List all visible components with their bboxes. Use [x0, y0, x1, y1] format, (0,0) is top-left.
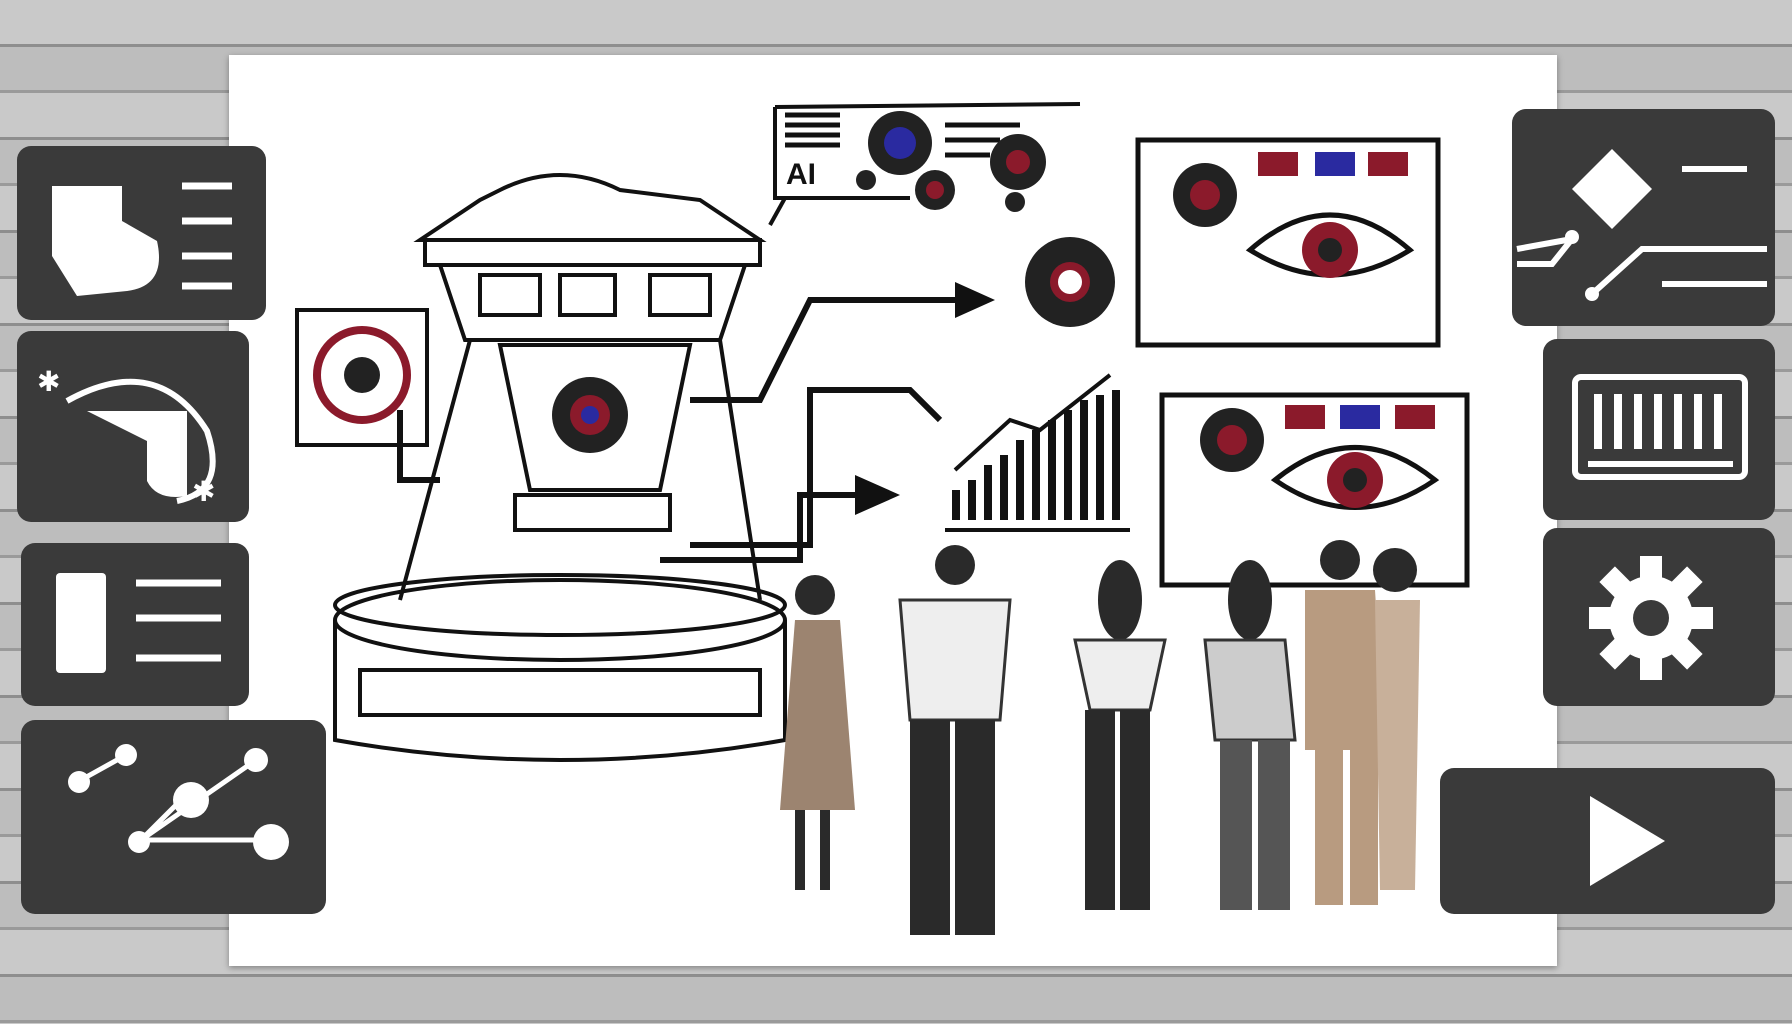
gear-icon — [1589, 556, 1713, 680]
eye-monitor-screen — [1135, 137, 1470, 588]
list-icon — [56, 573, 221, 673]
gear-icon — [552, 377, 628, 453]
arrow-connectors — [397, 297, 960, 563]
diamond-circuit-icon — [1516, 149, 1767, 301]
hand-document-icon — [52, 182, 232, 296]
ai-machine-sketch — [333, 173, 787, 762]
team-of-people — [780, 540, 1420, 935]
gear-icon — [1025, 237, 1115, 327]
person — [1203, 560, 1297, 910]
barcode-icon — [1572, 374, 1748, 480]
person — [1373, 548, 1420, 890]
person — [1073, 560, 1167, 910]
bar-chart-sketch — [945, 373, 1130, 532]
right-tile-play[interactable] — [1440, 768, 1775, 914]
gear-icon — [856, 111, 1046, 212]
ai-label: AI — [786, 158, 816, 191]
left-tile-gauge[interactable]: ✱✱ — [17, 331, 249, 522]
person — [1305, 540, 1385, 905]
camera-box-sketch — [295, 308, 429, 447]
right-tile-diamond-circuit[interactable] — [1512, 109, 1775, 326]
play-icon — [1590, 796, 1665, 886]
svg-text:✱: ✱ — [37, 366, 60, 397]
right-tile-barcode[interactable] — [1543, 339, 1775, 520]
network-graph-icon — [68, 744, 289, 860]
ai-speech-bubble — [768, 102, 1081, 226]
svg-text:✱: ✱ — [192, 476, 215, 507]
gauge-icon: ✱✱ — [37, 366, 216, 507]
arrowhead-icons — [855, 282, 995, 515]
left-tile-hand-document[interactable] — [17, 146, 266, 320]
person — [898, 545, 1012, 935]
right-tile-gear[interactable] — [1543, 528, 1775, 706]
left-tile-list[interactable] — [21, 543, 249, 706]
eye-icon — [1173, 152, 1435, 508]
person — [780, 575, 855, 890]
left-tile-network[interactable] — [21, 720, 326, 914]
